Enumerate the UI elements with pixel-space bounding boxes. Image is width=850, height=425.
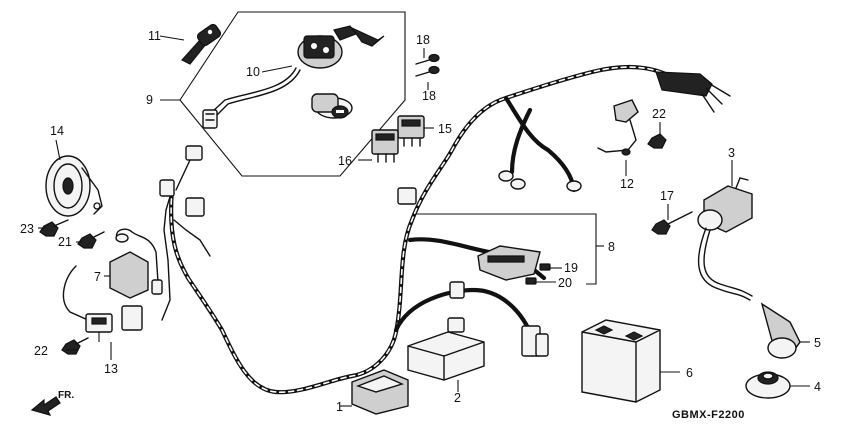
bolt-part-21 (77, 231, 105, 249)
callout-22-left: 22 (34, 344, 48, 358)
callout-4: 4 (814, 380, 821, 394)
ignition-switch-part-10 (202, 25, 385, 129)
callout-9: 9 (146, 93, 153, 107)
callout-8: 8 (608, 240, 615, 254)
wire-harness-part-8 (161, 64, 673, 395)
bolt-part-22-left (61, 337, 89, 355)
callout-1: 1 (336, 400, 343, 414)
fuse-box (477, 245, 551, 285)
callout-2: 2 (454, 391, 461, 405)
grommet-part-4 (745, 371, 791, 399)
front-direction-arrow: FR. (30, 390, 74, 416)
connector-part-13 (62, 265, 113, 342)
relay-part-16 (371, 129, 399, 163)
battery-part-6 (581, 319, 661, 403)
callout-5: 5 (814, 336, 821, 350)
callout-11: 11 (148, 29, 161, 43)
horn-part-14 (45, 155, 103, 217)
screw-part-18 (415, 53, 440, 77)
harness-bracket (416, 213, 604, 285)
callout-3: 3 (728, 146, 735, 160)
bolt-part-23 (39, 219, 69, 237)
callout-17: 17 (660, 189, 674, 203)
callout-10: 10 (246, 65, 260, 79)
bracket-part-12 (597, 99, 639, 156)
callout-7: 7 (94, 270, 101, 284)
callout-6: 6 (686, 366, 693, 380)
bolt-part-22-right (647, 133, 667, 149)
callout-15: 15 (438, 122, 452, 136)
callout-18-bottom: 18 (422, 89, 436, 103)
flasher-relay-part-7 (109, 228, 163, 299)
leader-lines (38, 35, 810, 407)
callout-21: 21 (58, 235, 72, 249)
callout-18-top: 18 (416, 33, 430, 47)
callout-20: 20 (558, 276, 572, 290)
callout-13: 13 (104, 362, 118, 376)
plug-cap-part-5 (760, 302, 801, 359)
relay-part-15 (397, 115, 425, 147)
callout-19: 19 (564, 261, 578, 275)
callout-12: 12 (620, 177, 634, 191)
harness-plug (655, 71, 731, 113)
ignition-kit-outline (179, 11, 406, 177)
callout-14: 14 (50, 124, 64, 138)
callout-16: 16 (338, 154, 352, 168)
cdi-unit-part-2 (407, 317, 485, 381)
key-part-11 (181, 23, 222, 65)
callout-22-right: 22 (652, 107, 666, 121)
bolt-part-17 (651, 211, 693, 235)
direction-label: FR. (58, 390, 74, 401)
cover-part-1 (351, 369, 409, 415)
diagram-code: GBMX-F2200 (672, 409, 745, 421)
ignition-coil-part-3 (697, 177, 753, 301)
harness-connectors (121, 145, 582, 357)
callout-23: 23 (20, 222, 34, 236)
callout-numbers: 1 2 3 4 5 6 7 8 9 10 11 12 13 14 15 16 1… (20, 29, 821, 414)
